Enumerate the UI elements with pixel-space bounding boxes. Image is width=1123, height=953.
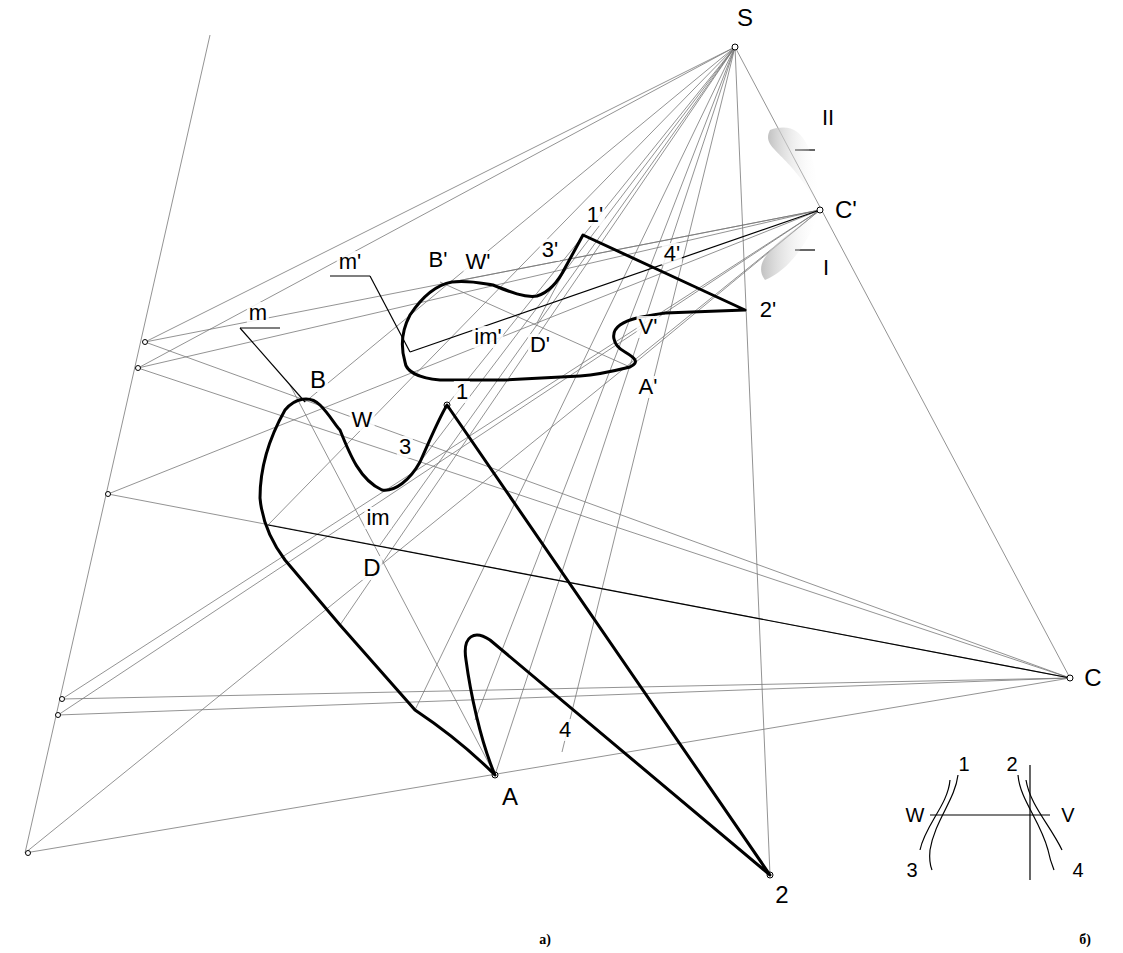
point-label: W (904, 805, 927, 825)
point-label: 4 (557, 719, 573, 741)
point-label: 2 (773, 883, 790, 907)
point-label: V' (637, 316, 660, 338)
point-label: m' (337, 251, 364, 273)
point-label: C' (833, 198, 859, 222)
point-label: 2 (1004, 754, 1019, 774)
point-label: W (350, 409, 375, 431)
point-label: W' (464, 251, 493, 273)
point-label: m (247, 302, 269, 324)
point-label: 3' (540, 239, 560, 261)
point-label: 3 (397, 436, 413, 458)
point-label: 4 (1070, 860, 1085, 880)
point-label: 4' (662, 243, 682, 265)
point-label: б) (1077, 933, 1093, 947)
point-label: B (308, 368, 328, 392)
point-label: im (364, 507, 391, 529)
point-label: C (1082, 666, 1103, 690)
point-label: V (1059, 805, 1076, 825)
point-label: A' (637, 376, 660, 398)
point-label: I (821, 257, 831, 279)
point-label: B' (427, 249, 450, 271)
point-label: 1' (585, 204, 605, 226)
point-label: II (820, 107, 836, 129)
point-label: D' (528, 334, 552, 356)
point-label: 1 (956, 754, 971, 774)
point-label: D (361, 556, 382, 580)
point-label: S (735, 6, 755, 30)
point-label: A (500, 785, 520, 809)
point-label: im' (472, 326, 503, 348)
point-label: 1 (454, 381, 470, 403)
point-label: 2' (758, 299, 778, 321)
point-label: 3 (904, 860, 919, 880)
point-label: а) (537, 933, 553, 947)
